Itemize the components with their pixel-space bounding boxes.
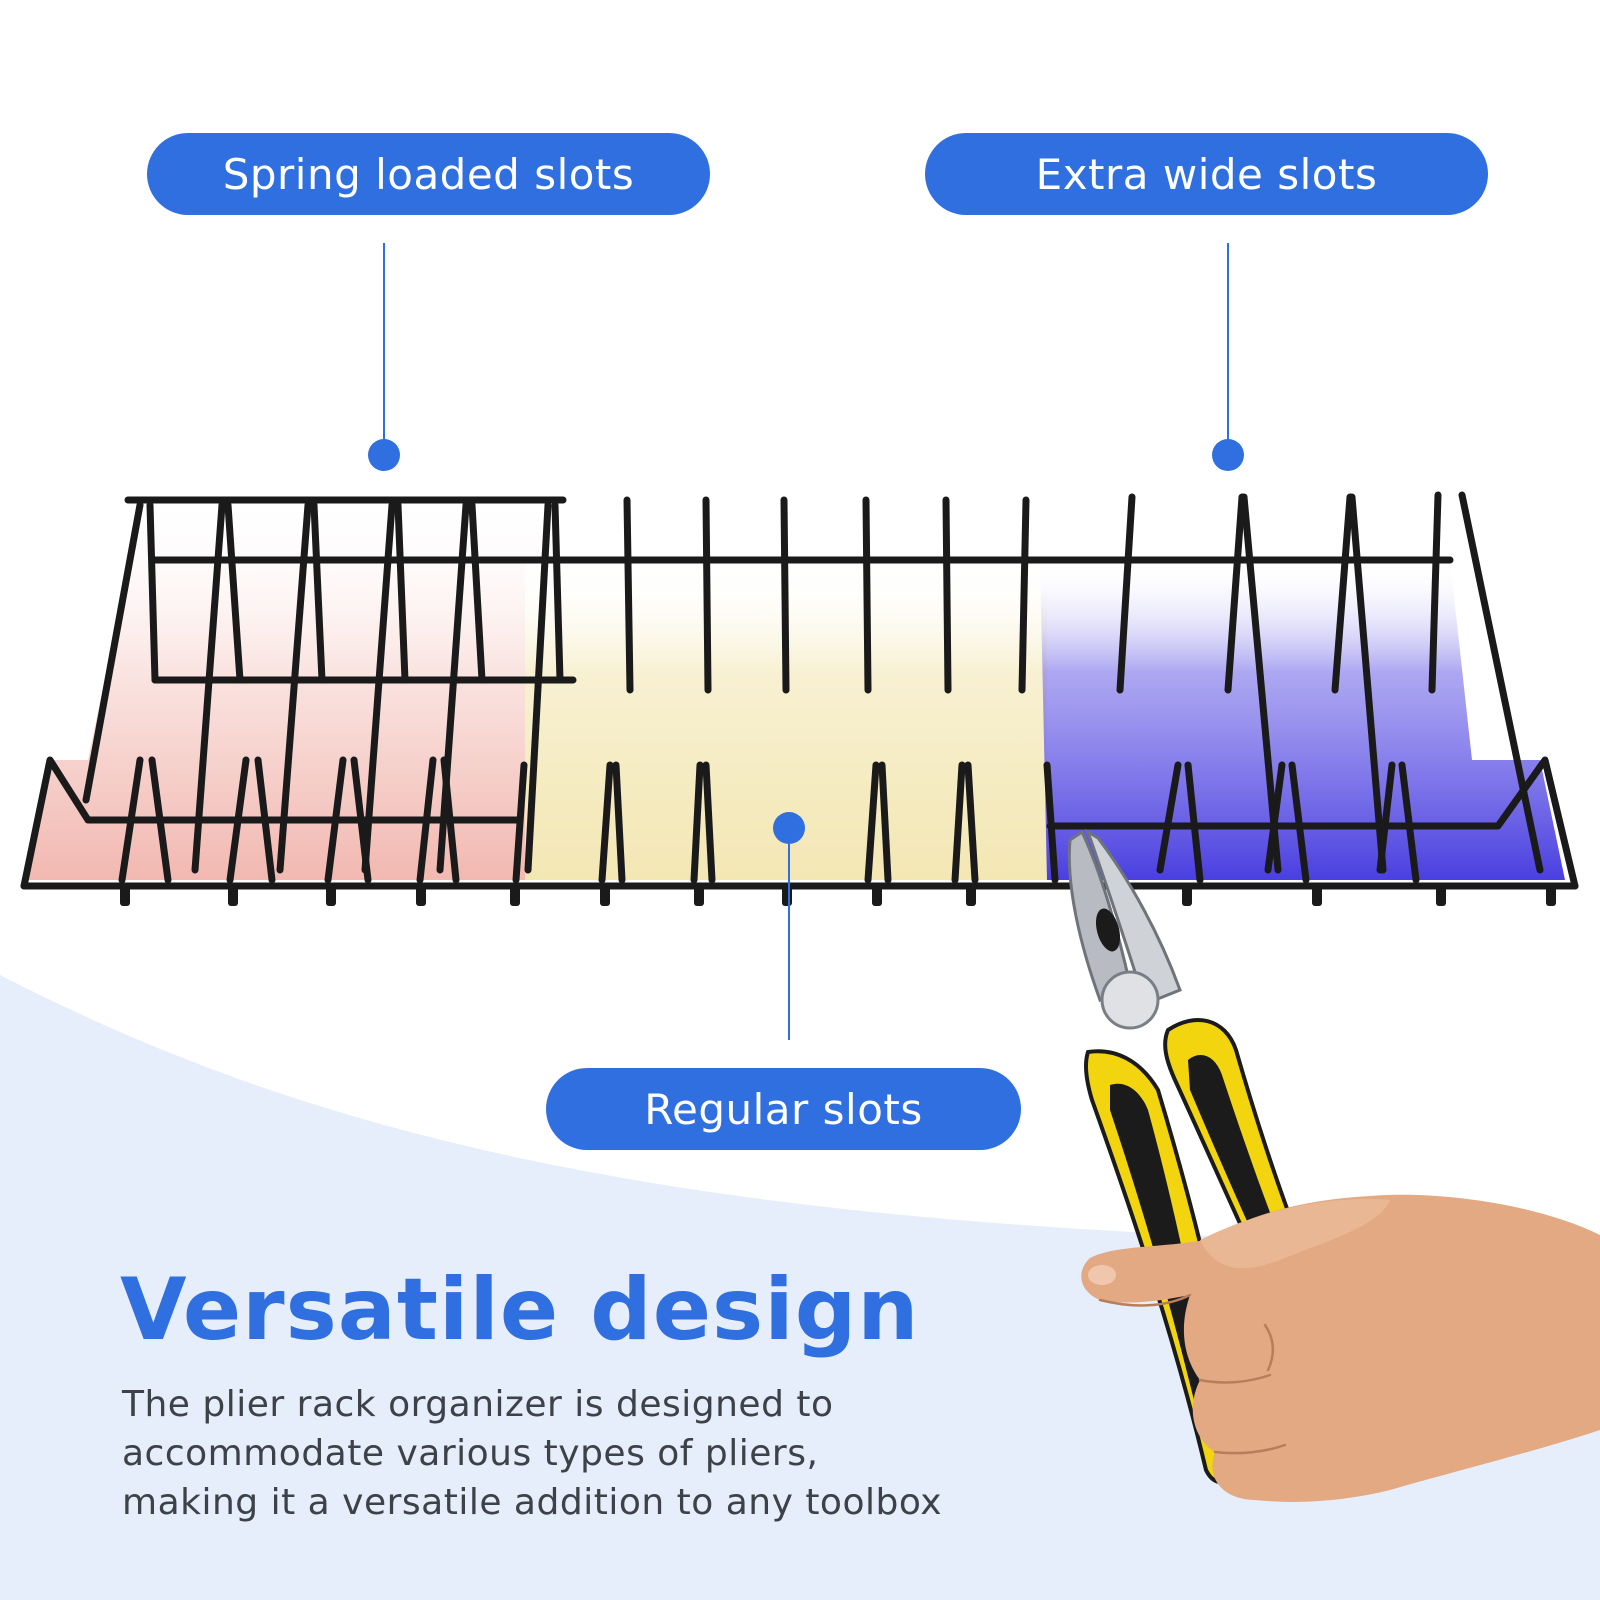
wire-rack [20, 491, 1579, 890]
regular-callout-dot [773, 812, 805, 844]
rack-feet [120, 886, 1556, 906]
headline: Versatile design [120, 1260, 920, 1360]
plier-jaw-hole [1095, 908, 1121, 952]
description-line-3: making it a versatile addition to any to… [122, 1482, 943, 1523]
extra-wide-slots-label: Extra wide slots [925, 133, 1488, 215]
description: The plier rack organizer is designed to … [122, 1380, 1102, 1527]
hand-palm [1081, 1194, 1600, 1502]
description-line-1: The plier rack organizer is designed to [122, 1384, 834, 1425]
plier-pivot [1100, 970, 1160, 1030]
thumbnail [1088, 1265, 1116, 1285]
finger-creases [1098, 1293, 1287, 1455]
wide-callout-dot [1212, 439, 1244, 471]
hand-thumb [1200, 1199, 1390, 1269]
plier-jaw-right [1085, 828, 1182, 1006]
spring-loaded-slots-label: Spring loaded slots [147, 133, 710, 215]
description-line-2: accommodate various types of pliers, [122, 1433, 819, 1474]
callout-leaders [383, 243, 1229, 1040]
hand-illustration [1081, 1194, 1600, 1502]
regular-slots-label: Regular slots [546, 1068, 1021, 1150]
spring-callout-dot [368, 439, 400, 471]
